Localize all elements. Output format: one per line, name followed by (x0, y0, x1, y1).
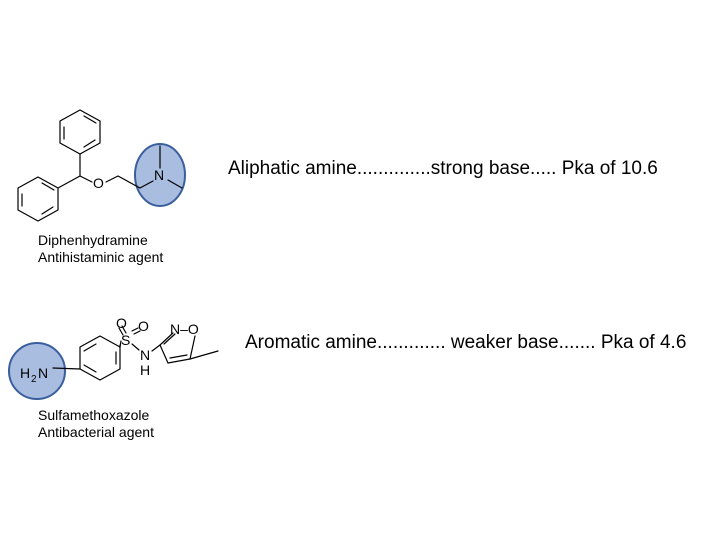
amine-n-label: N (38, 365, 48, 381)
molecule-2-caption: Sulfamethoxazole Antibacterial agent (38, 407, 154, 441)
nitrogen-label: N (154, 167, 164, 183)
backbone-bonds (57, 145, 183, 189)
sulfonyl-oxygen-2-label: O (138, 318, 149, 334)
isoxazole-ring (159, 332, 219, 364)
molecule-2-name: Sulfamethoxazole (38, 407, 150, 423)
sulfur-label: S (121, 332, 130, 348)
benzene-ring (79, 335, 121, 381)
amide-n-label: N (140, 347, 150, 363)
statement-aliphatic-amine: Aliphatic amine..............strong base… (228, 158, 658, 179)
amine-highlight-aliphatic (134, 143, 186, 207)
amide-h-label: H (140, 362, 150, 378)
molecule-1-class: Antihistaminic agent (38, 249, 164, 265)
amine-highlight-aromatic (8, 342, 66, 400)
molecule-2-class: Antibacterial agent (38, 424, 154, 440)
isoxazole-n-o-label: N–O (170, 321, 199, 337)
amine-h-label: H (20, 365, 30, 381)
sulfonamide-bonds (52, 325, 161, 370)
molecule-1-name: Diphenhydramine (38, 232, 148, 248)
oxygen-label: O (93, 175, 104, 191)
sulfonyl-oxygen-1-label: O (116, 315, 127, 331)
molecule-1-caption: Diphenhydramine Antihistaminic agent (38, 232, 163, 266)
statement-aromatic-amine: Aromatic amine............. weaker base.… (245, 332, 687, 353)
amine-subscript-label: 2 (31, 374, 37, 385)
